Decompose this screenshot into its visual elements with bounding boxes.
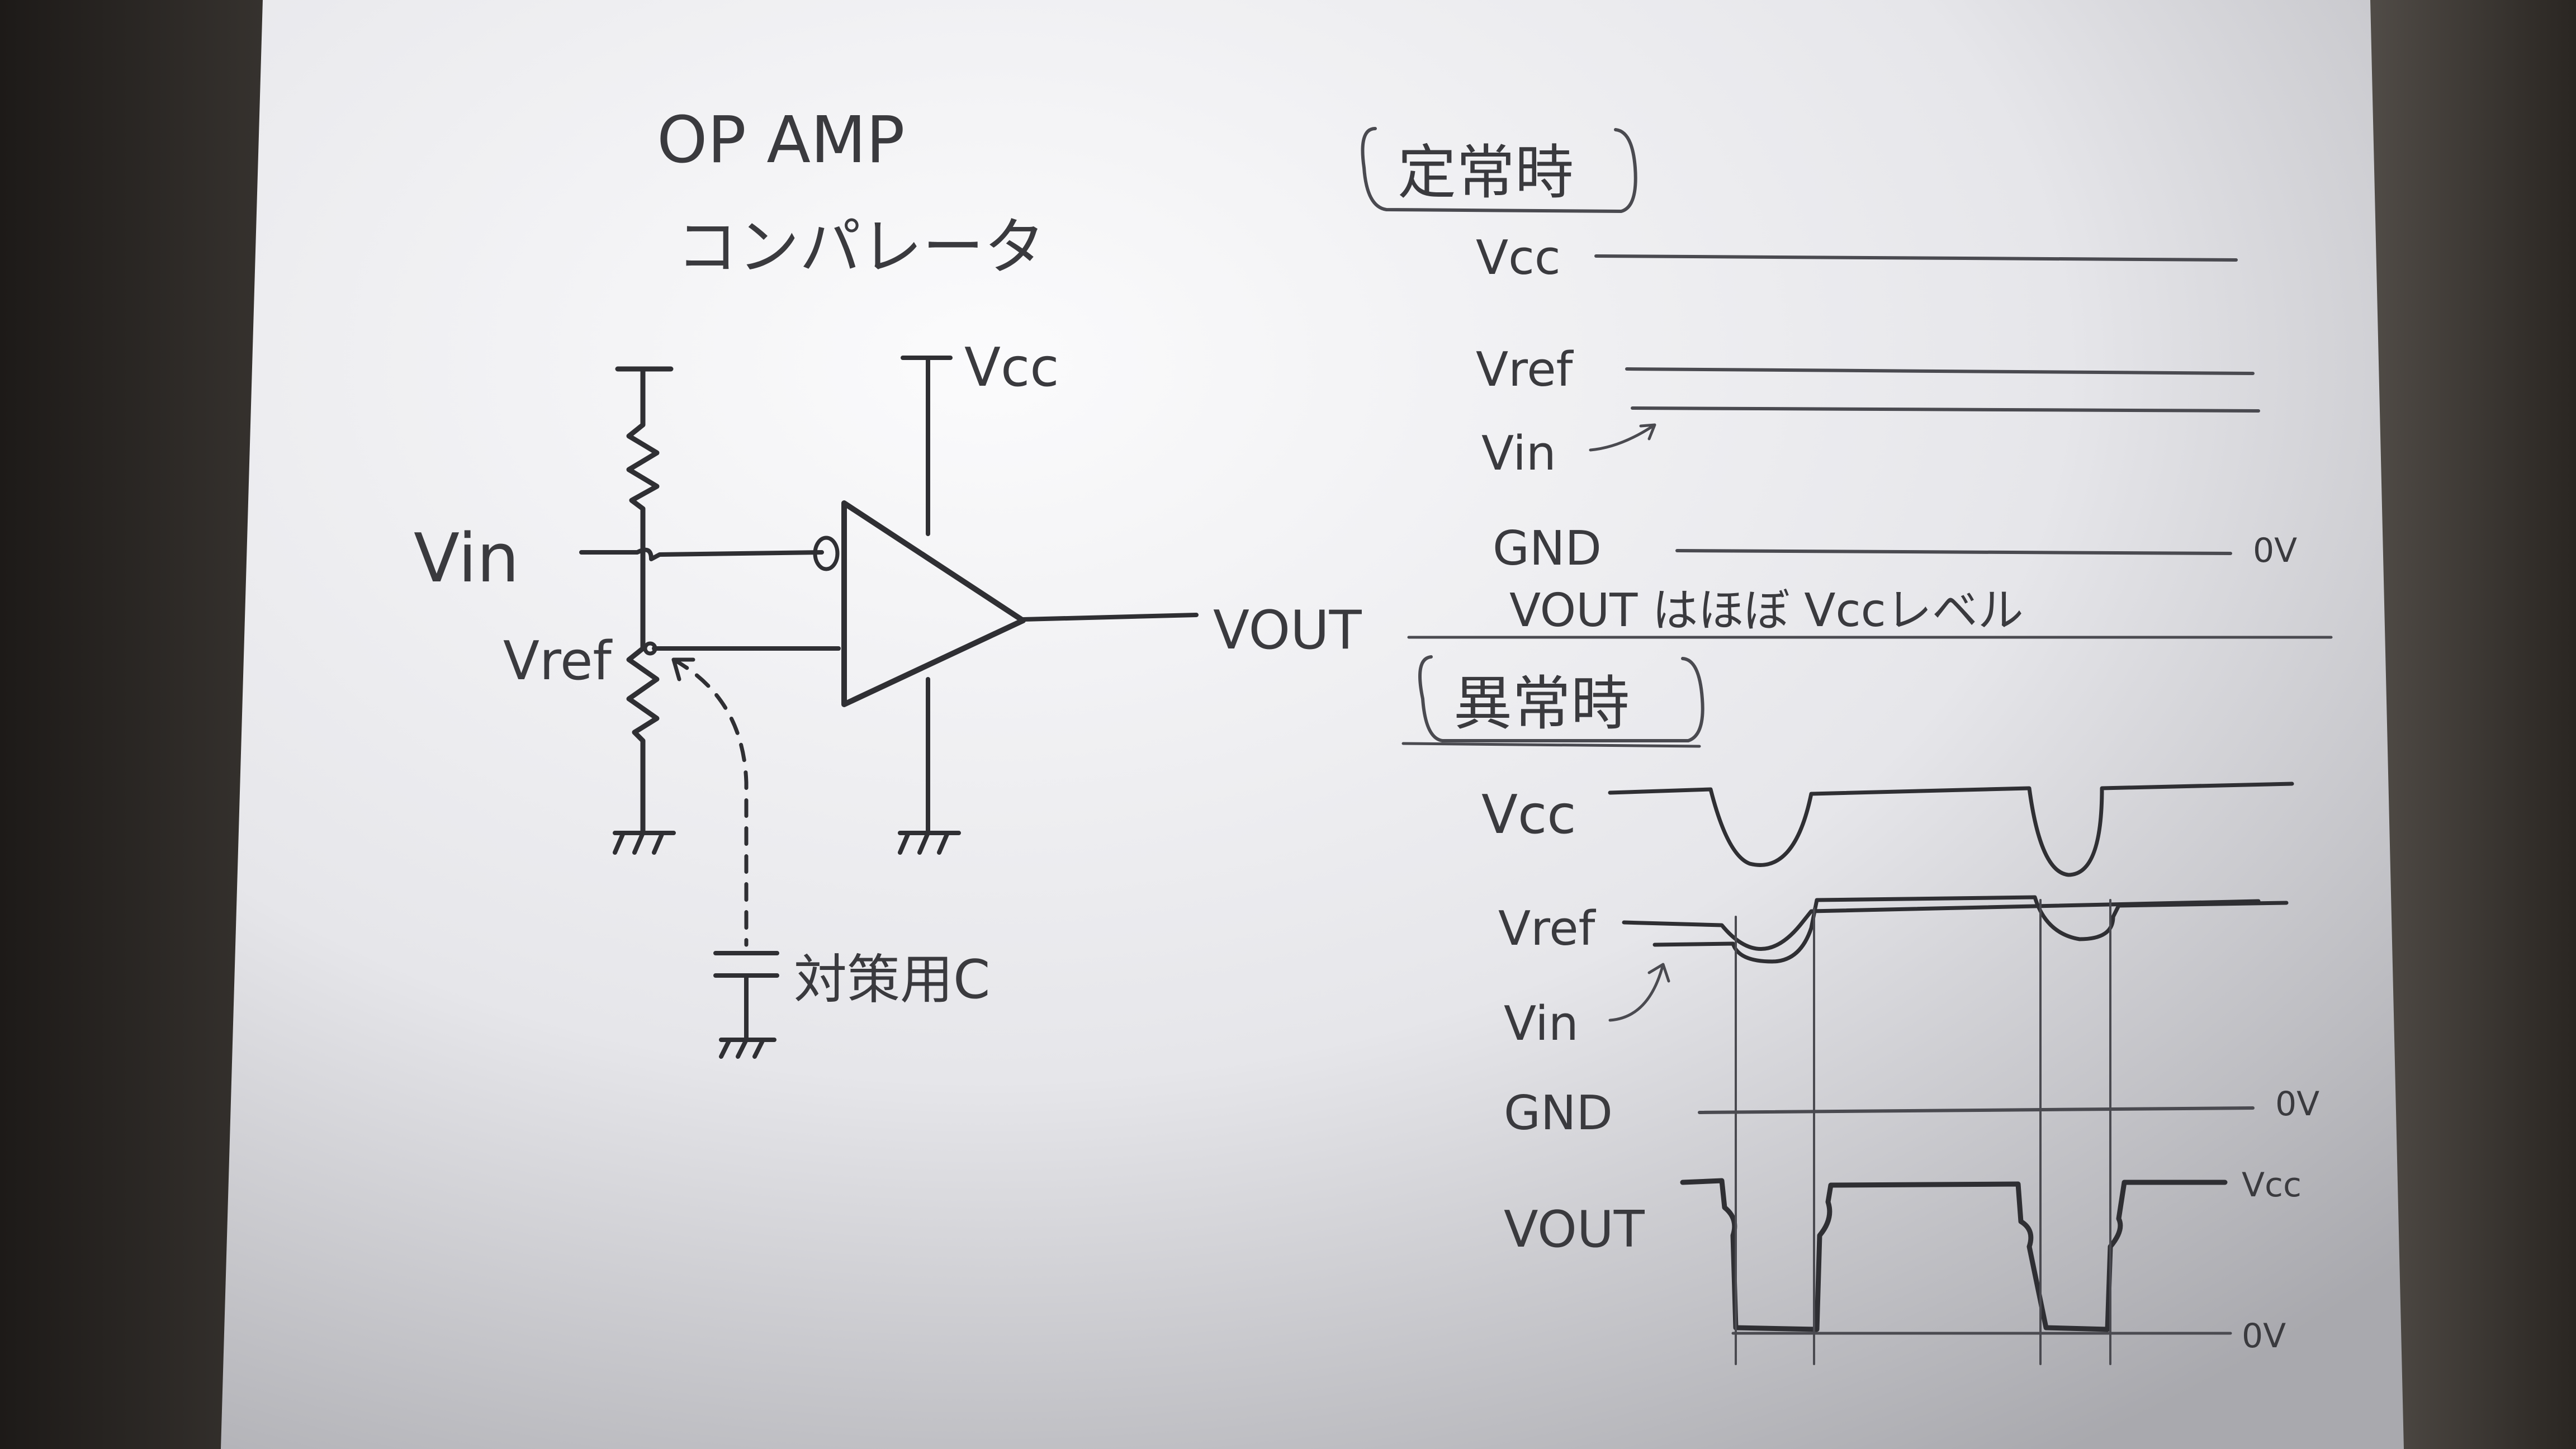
steady-state-timing: 定常時 Vcc Vref Vin GND 0V VOUT はほぼ Vccレベル	[1361, 127, 2333, 639]
label-vcc: Vcc	[964, 337, 1059, 399]
abnormal-heading-underline	[1401, 742, 1701, 748]
steady-label-vcc: Vcc	[1476, 230, 1561, 286]
abnormal-vin-arrow	[1608, 963, 1670, 1022]
resistor-divider	[615, 366, 674, 836]
label-vin: Vin	[414, 520, 519, 598]
abnormal-label-vcc: Vcc	[1481, 784, 1576, 846]
steady-vin-trace	[1631, 406, 2260, 413]
vout-wire	[1021, 613, 1199, 622]
op-amp-triangle	[841, 500, 1026, 707]
abnormal-label-vref: Vref	[1498, 901, 1597, 956]
paper-sheet	[221, 0, 2404, 1449]
abnormal-heading: 異常時	[1453, 670, 1630, 738]
vin-wire	[579, 547, 824, 561]
steady-heading-box	[1361, 127, 1637, 214]
dashed-arrow-head	[671, 657, 695, 681]
abnormal-gnd-trace	[1698, 1106, 2255, 1114]
steady-gnd-zero: 0V	[2253, 531, 2297, 570]
abnormal-vin-trace	[1652, 895, 2289, 964]
steady-label-vin: Vin	[1481, 426, 1556, 481]
steady-label-gnd: GND	[1493, 521, 1602, 576]
comparator-circuit: OP AMP コンパレータ Vin Vref Vcc VOUT 対策用C	[414, 103, 1362, 1059]
abnormal-vout-zero: 0V	[2242, 1317, 2286, 1356]
inverting-input-mark	[813, 536, 840, 571]
abnormal-label-vout: VOUT	[1504, 1200, 1645, 1259]
label-countermeasure-cap: 対策用C	[794, 949, 990, 1011]
abnormal-gnd-zero: 0V	[2275, 1085, 2319, 1124]
opamp-ground	[898, 677, 961, 855]
abnormal-vref-trace	[1622, 899, 2261, 951]
steady-heading: 定常時	[1398, 139, 1574, 207]
steady-vcc-trace	[1594, 254, 2238, 262]
capacitor-symbol	[713, 951, 779, 1059]
abnormal-label-gnd: GND	[1504, 1086, 1613, 1141]
abnormal-vcc-trace	[1608, 782, 2294, 877]
steady-vref-trace	[1625, 367, 2255, 375]
abnormal-heading-box	[1418, 655, 1704, 742]
ground-symbol-divider	[613, 831, 676, 855]
vcc-supply-wire	[901, 356, 953, 536]
abnormal-label-vin: Vin	[1504, 996, 1579, 1052]
abnormal-vout-trace	[1680, 1178, 2228, 1332]
title-comparator: コンパレータ	[676, 211, 1045, 283]
steady-vin-arrow	[1589, 423, 1656, 452]
timing-guides	[1735, 899, 2111, 1365]
title-op-amp: OP AMP	[657, 103, 905, 178]
label-vout: VOUT	[1213, 600, 1362, 661]
abnormal-timing: 異常時 Vcc Vref Vin GND 0V VOUT Vcc 0V	[1401, 655, 2319, 1365]
steady-gnd-trace	[1675, 549, 2232, 555]
label-vref: Vref	[503, 631, 613, 692]
steady-note-vout: VOUT はほぼ Vccレベル	[1509, 584, 2024, 637]
steady-label-vref: Vref	[1476, 342, 1574, 397]
abnormal-vout-vcc-level: Vcc	[2242, 1166, 2302, 1205]
